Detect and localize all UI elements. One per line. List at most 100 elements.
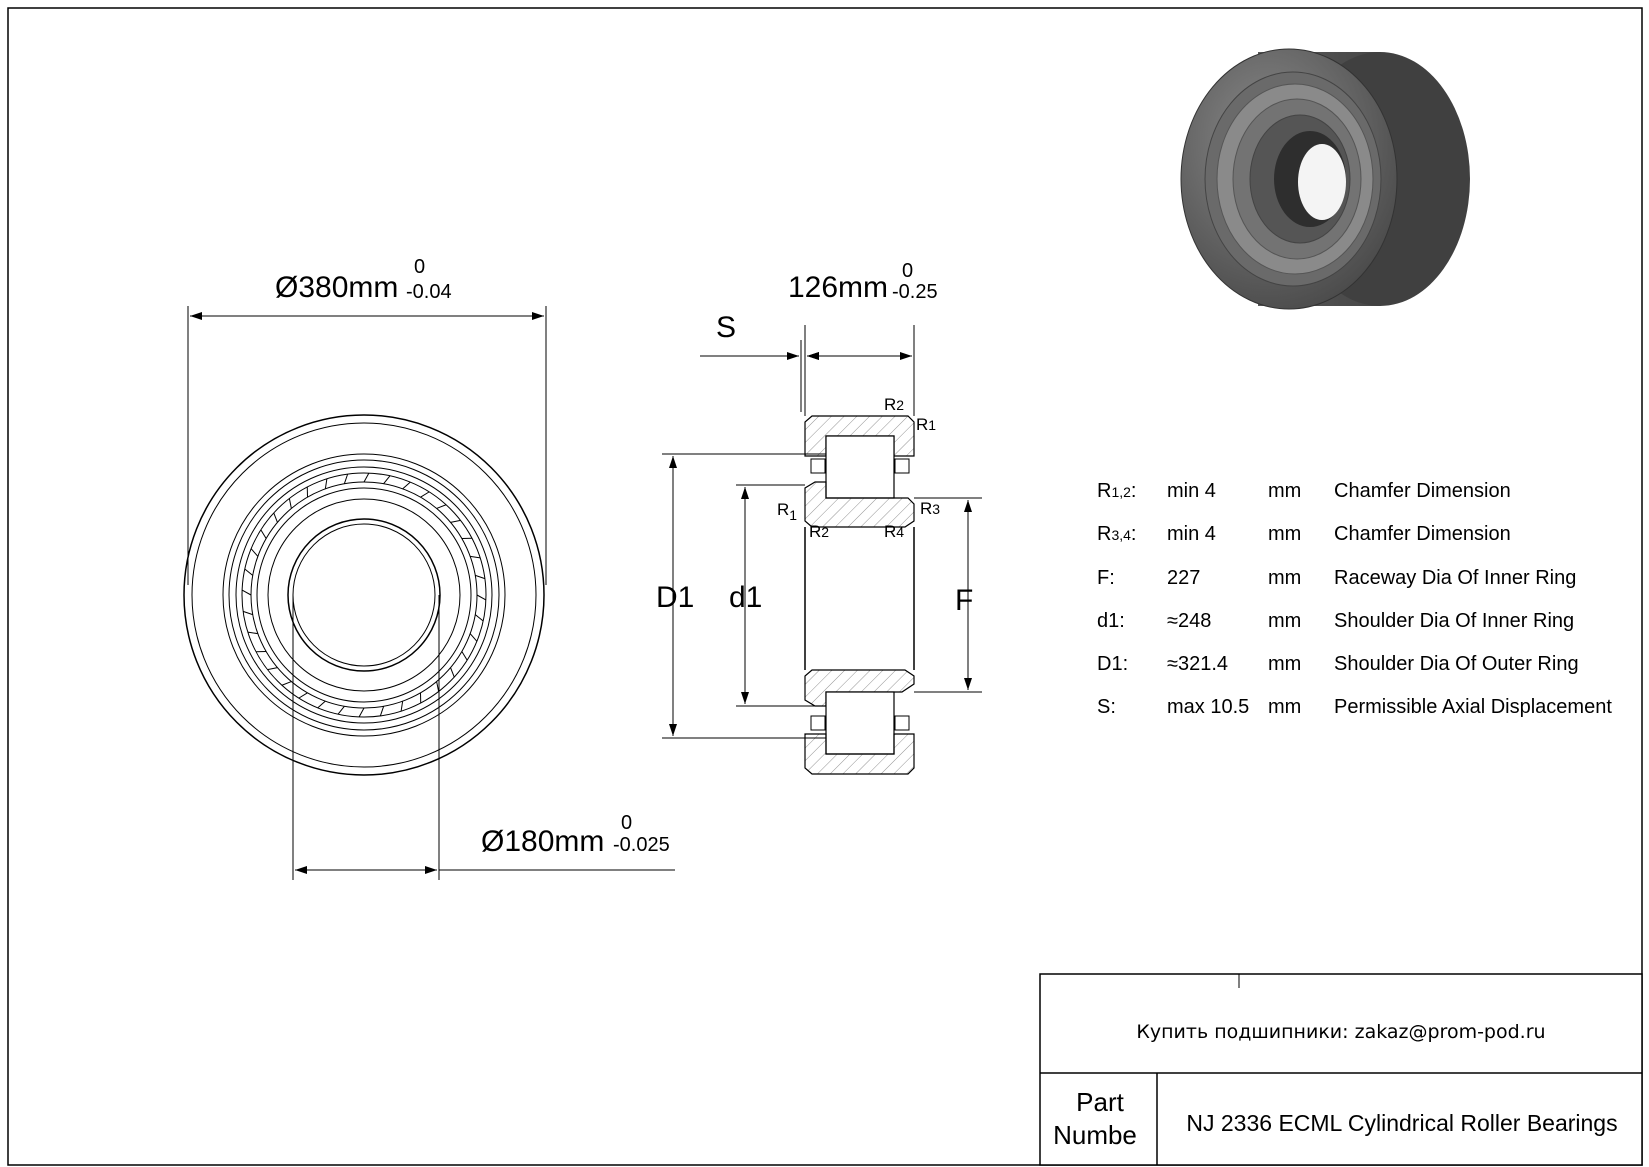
spec-description: Raceway Dia Of Inner Ring xyxy=(1334,567,1576,589)
roller-marks xyxy=(241,472,487,718)
r4-label: R xyxy=(884,522,896,541)
roller-mark xyxy=(363,472,370,483)
roller-mark xyxy=(475,574,486,580)
width-dimension: 126mm 0 -0.25 xyxy=(788,260,938,416)
roller-mark xyxy=(317,700,326,709)
spec-unit: mm xyxy=(1268,567,1301,589)
roller-mark xyxy=(298,692,308,699)
bore-dimension: Ø180mm 0 -0.025 xyxy=(292,595,675,880)
bore-upper-tol: 0 xyxy=(621,812,632,834)
r2-sub-bottom: 2 xyxy=(821,524,829,540)
roller-mark xyxy=(337,705,345,715)
roller-mark xyxy=(324,478,328,489)
part-label-line2: Numbe xyxy=(1053,1120,1137,1150)
bore-value: Ø180mm xyxy=(481,825,604,858)
roller-mark xyxy=(436,504,447,509)
roller-mark xyxy=(241,589,252,596)
svg-text:R3: R3 xyxy=(920,499,940,518)
roller-mark xyxy=(267,667,278,671)
roller-mark xyxy=(250,548,259,557)
roller-mark xyxy=(247,631,258,635)
spec-unit: mm xyxy=(1268,653,1301,675)
spec-symbol: S: xyxy=(1097,696,1116,718)
f-raceway-dimension: F xyxy=(914,497,982,693)
sheet-frame xyxy=(7,7,1643,1166)
spec-symbol: F: xyxy=(1097,567,1115,589)
spec-symbol: R1,2: xyxy=(1097,480,1136,502)
svg-text:R1: R1 xyxy=(916,415,936,434)
roller-mark xyxy=(244,568,254,576)
r2-sub-top: 2 xyxy=(896,397,904,413)
part-number: NJ 2336 ECML Cylindrical Roller Bearings xyxy=(1186,1110,1617,1136)
spec-unit: mm xyxy=(1268,480,1301,502)
s-dimension: S xyxy=(700,311,850,412)
r1-label-left: R xyxy=(777,500,789,519)
inner-ring-top xyxy=(804,481,915,528)
roller-mark xyxy=(260,529,267,539)
r2-label-top: R xyxy=(884,395,896,414)
contact-text: Купить подшипники: zakaz@prom-pod.ru xyxy=(1136,1021,1545,1043)
roller-mark xyxy=(400,701,404,712)
front-view xyxy=(183,414,545,776)
spec-symbol: R3,4: xyxy=(1097,523,1136,545)
bearing-3d-illustration xyxy=(1180,48,1470,310)
d1-inner-shoulder-dimension: d1 xyxy=(729,484,826,707)
outer-diameter-value: Ø380mm xyxy=(275,271,398,304)
spec-value: min 4 xyxy=(1167,523,1216,545)
roller-mark xyxy=(450,667,455,678)
svg-text:R2: R2 xyxy=(809,522,829,541)
cross-section-view xyxy=(804,415,915,775)
d1-small-label: d1 xyxy=(729,581,762,614)
d1-outer-shoulder-dimension: D1 xyxy=(656,453,826,739)
outer-diameter-dimension: Ø380mm 0 -0.04 xyxy=(187,256,547,585)
roller-mark xyxy=(420,491,430,498)
cage-right-bottom xyxy=(894,715,910,731)
roller-mark xyxy=(343,473,349,484)
r4-sub: 4 xyxy=(896,524,904,540)
svg-text:R2: R2 xyxy=(884,395,904,414)
r3-sub: 3 xyxy=(932,501,940,517)
spec-description: Chamfer Dimension xyxy=(1334,480,1511,502)
outer-diameter-lower-tol: -0.04 xyxy=(406,281,452,303)
svg-text:R4: R4 xyxy=(884,522,904,541)
spec-symbol: d1: xyxy=(1097,610,1125,632)
chamfer-labels: R2 R1 R1 R3 R2 R4 xyxy=(777,395,940,541)
roller-mark xyxy=(242,610,253,616)
roller-mark xyxy=(288,498,292,509)
roller-mark xyxy=(358,707,365,718)
spec-value: ≈248 xyxy=(1167,610,1211,632)
cage-left-top xyxy=(810,458,826,474)
spec-unit: mm xyxy=(1268,696,1301,718)
title-block: Купить подшипники: zakaz@prom-pod.ru Par… xyxy=(1039,973,1643,1166)
roller-mark xyxy=(450,519,461,523)
roller-mark xyxy=(469,633,478,642)
part-label-line1: Part xyxy=(1076,1087,1124,1117)
r1-sub-left: 1 xyxy=(789,507,797,523)
spec-description: Chamfer Dimension xyxy=(1334,523,1511,545)
spec-value: 227 xyxy=(1167,567,1200,589)
width-value: 126mm xyxy=(788,271,888,304)
spec-description: Shoulder Dia Of Inner Ring xyxy=(1334,610,1574,632)
roller-bottom xyxy=(825,691,895,755)
spec-description: Permissible Axial Displacement xyxy=(1334,696,1612,718)
spec-symbol: D1: xyxy=(1097,653,1128,675)
d1-label: D1 xyxy=(656,581,694,614)
roller-mark xyxy=(379,706,385,717)
spec-description: Shoulder Dia Of Outer Ring xyxy=(1334,653,1579,675)
s-label: S xyxy=(716,311,736,344)
width-lower-tol: -0.25 xyxy=(892,281,938,303)
roller-mark xyxy=(436,681,440,692)
spec-value: min 4 xyxy=(1167,480,1216,502)
r3-label: R xyxy=(920,499,932,518)
roller-mark xyxy=(474,614,484,622)
spec-unit: mm xyxy=(1268,610,1301,632)
spec-value: max 10.5 xyxy=(1167,696,1249,718)
f-label: F xyxy=(955,584,973,617)
spec-unit: mm xyxy=(1268,523,1301,545)
width-upper-tol: 0 xyxy=(902,260,913,282)
roller-top xyxy=(825,435,895,499)
roller-mark xyxy=(461,651,468,661)
roller-mark xyxy=(273,512,278,523)
